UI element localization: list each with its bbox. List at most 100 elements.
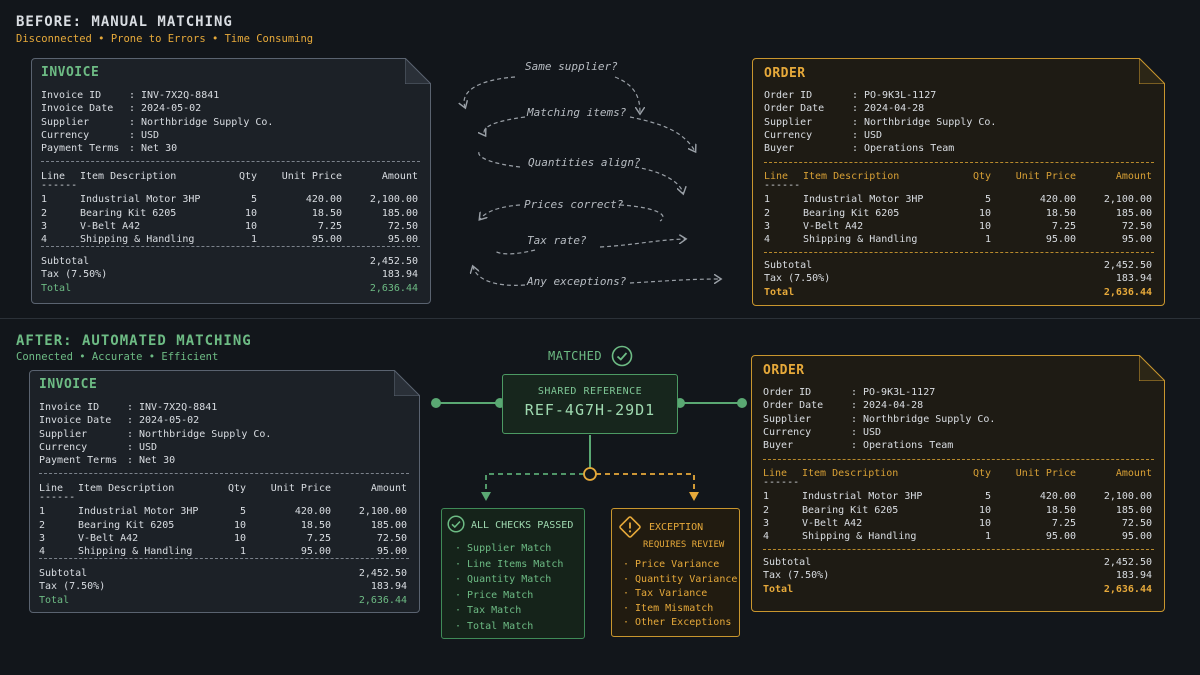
field-label: Supplier [39, 428, 88, 440]
exception-panel: EXCEPTION REQUIRES REVIEW · Price Varian… [611, 508, 740, 637]
check-circle-icon [447, 515, 465, 533]
table-header-underline: ------ [764, 180, 801, 192]
tax-row: Tax (7.50%)183.94 [764, 273, 1152, 285]
check-item: · Line Items Match [455, 558, 564, 570]
field-label: Order ID [763, 387, 812, 398]
field-label: Buyer [763, 440, 794, 452]
field-separator: : [852, 103, 859, 115]
shared-reference-value: REF-4G7H-29D1 [524, 401, 656, 419]
field-label: Invoice Date [39, 415, 112, 427]
field-separator: : [851, 440, 858, 452]
document-title: ORDER [764, 66, 806, 81]
field-label: Payment Terms [39, 455, 118, 467]
field-value: PO-9K3L-1127 [864, 90, 937, 101]
question-any-exceptions: Any exceptions? [527, 275, 627, 288]
field-value: Net 30 [141, 143, 178, 155]
exception-list: · Price Variance · Quantity Variance · T… [623, 558, 737, 631]
field-value: 2024-04-28 [864, 103, 925, 115]
field-value: USD [139, 441, 158, 453]
field-separator: : [129, 103, 136, 115]
exception-item: · Item Mismatch [623, 602, 714, 614]
check-item: · Supplier Match [455, 543, 552, 554]
field-separator: : [851, 400, 858, 412]
document-title: INVOICE [39, 377, 98, 392]
question-matching-items: Matching items? [527, 106, 627, 119]
document-title: ORDER [763, 363, 805, 378]
field-label: Payment Terms [41, 143, 120, 155]
field-label: Order Date [763, 400, 824, 412]
checks-title: ALL CHECKS PASSED [471, 520, 574, 531]
divider-rule [764, 252, 1154, 253]
folded-corner-icon [394, 370, 420, 396]
check-item: · Total Match [455, 620, 534, 632]
field-value: USD [864, 129, 883, 141]
field-value: 2024-05-02 [141, 103, 202, 115]
field-label: Invoice Date [41, 103, 114, 115]
shared-reference-box: SHARED REFERENCE REF-4G7H-29D1 [502, 374, 678, 434]
field-value: INV-7X2Q-8841 [141, 90, 220, 101]
field-value: Northbridge Supply Co. [141, 116, 274, 128]
checks-list: · Supplier Match · Line Items Match · Qu… [455, 541, 563, 634]
field-separator: : [851, 413, 858, 425]
check-item: · Price Match [455, 589, 534, 601]
folded-corner-icon [1139, 355, 1165, 381]
field-label: Invoice ID [39, 402, 100, 413]
field-label: Currency [41, 129, 90, 141]
check-item: · Tax Match [455, 605, 522, 616]
field-label: Supplier [764, 116, 813, 128]
question-same-supplier: Same supplier? [525, 60, 618, 73]
question-arrows [455, 76, 740, 286]
section-divider [0, 318, 1200, 319]
question-tax-rate: Tax rate? [527, 234, 587, 247]
table-header-underline: ------ [41, 180, 78, 192]
before-title: BEFORE: MANUAL MATCHING [16, 14, 233, 30]
field-separator: : [129, 129, 136, 141]
folded-corner-icon [405, 58, 431, 84]
field-separator: : [852, 116, 859, 128]
exception-item: · Tax Variance [623, 588, 708, 599]
after-title: AFTER: AUTOMATED MATCHING [16, 333, 252, 349]
field-label: Supplier [763, 413, 812, 425]
field-value: USD [863, 426, 882, 438]
shared-reference-label: SHARED REFERENCE [537, 386, 643, 397]
exception-item: · Quantity Variance [623, 573, 738, 585]
check-item: · Quantity Match [455, 574, 552, 585]
matched-label: MATCHED [548, 349, 603, 363]
checks-passed-panel: ALL CHECKS PASSED · Supplier Match · Lin… [441, 508, 585, 639]
field-value: Northbridge Supply Co. [139, 428, 272, 440]
field-value: INV-7X2Q-8841 [139, 402, 218, 413]
table-header-underline: ------ [39, 492, 76, 504]
tax-row: Tax (7.50%)183.94 [41, 269, 418, 281]
field-value: USD [141, 129, 160, 141]
folded-corner-icon [1139, 58, 1165, 84]
field-separator: : [852, 90, 859, 101]
field-separator: : [129, 116, 136, 128]
field-value: Northbridge Supply Co. [863, 413, 996, 425]
divider-rule [763, 459, 1154, 460]
divider-rule [764, 162, 1154, 163]
exception-subtitle: REQUIRES REVIEW [643, 540, 725, 550]
